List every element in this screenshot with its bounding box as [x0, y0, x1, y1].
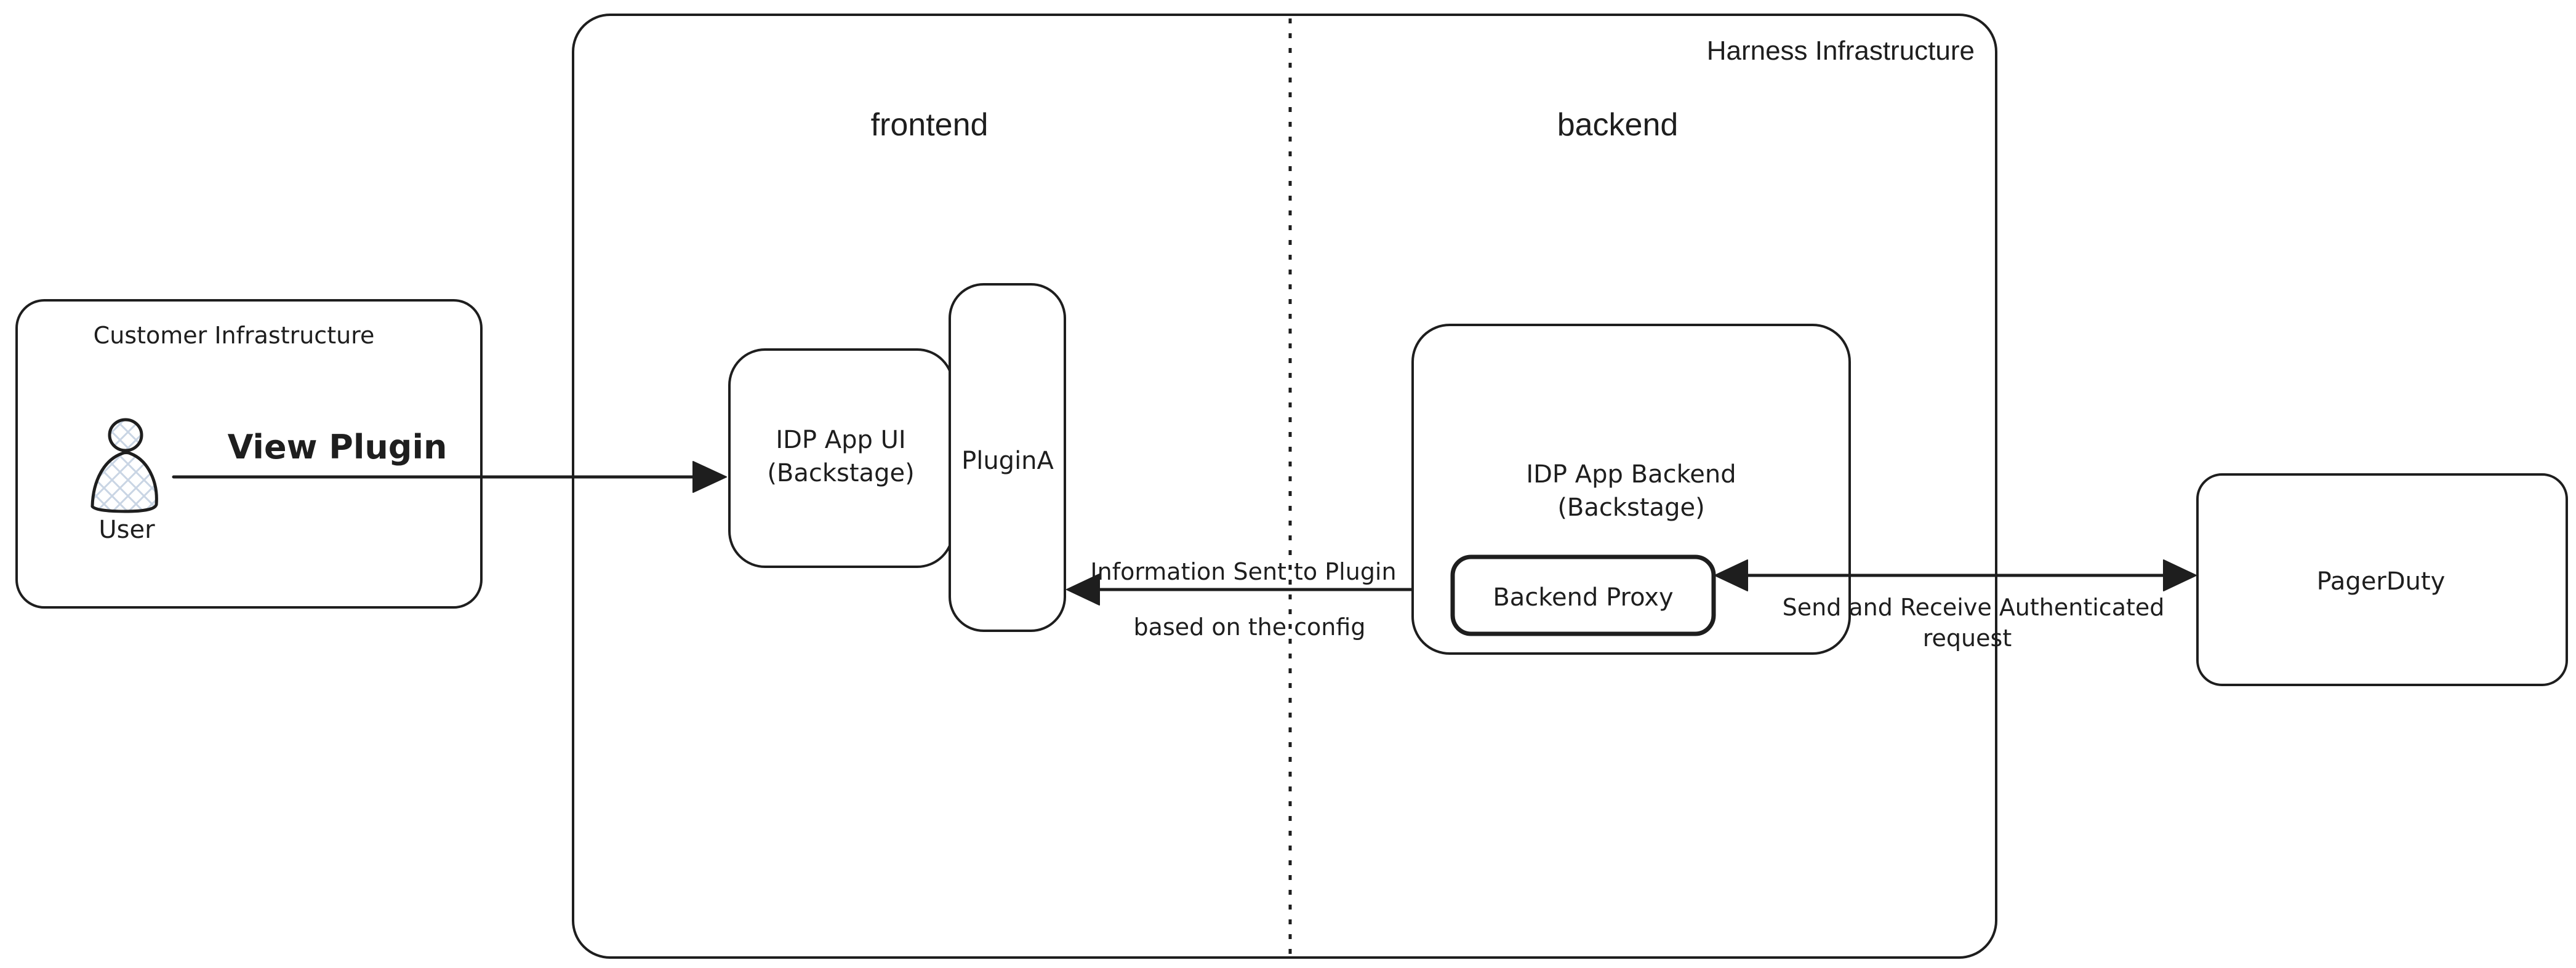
info-to-plugin-label-line1: Information Sent to Plugin	[1090, 558, 1396, 585]
info-to-plugin-label-line2: based on the config	[1134, 614, 1366, 641]
customer-infrastructure-title: Customer Infrastructure	[94, 322, 375, 349]
send-receive-arrowhead-right	[2163, 559, 2197, 591]
idp-app-ui-box	[728, 348, 954, 568]
harness-infrastructure-box	[572, 14, 1997, 959]
send-receive-arrowhead-left	[1714, 559, 1748, 591]
frontend-section-label: frontend	[871, 107, 989, 143]
idp-app-ui-label-line2: (Backstage)	[767, 459, 914, 487]
pagerduty-label: PagerDuty	[2317, 567, 2446, 596]
backend-section-label: backend	[1557, 107, 1679, 143]
customer-infrastructure-box	[15, 299, 483, 609]
idp-app-backend-label-line2: (Backstage)	[1557, 494, 1704, 522]
send-receive-arrow	[1714, 559, 2197, 591]
user-icon-head	[108, 418, 143, 452]
idp-app-ui-label-line1: IDP App UI	[776, 426, 905, 454]
idp-app-backend-label-line1: IDP App Backend	[1526, 460, 1736, 489]
view-plugin-arrow	[172, 461, 727, 493]
send-receive-label-line2: request	[1923, 625, 2012, 652]
view-plugin-label: View Plugin	[228, 428, 447, 466]
user-icon-body	[90, 451, 158, 513]
info-to-plugin-arrowhead	[1066, 574, 1100, 606]
send-receive-label-line1: Send and Receive Authenticated	[1783, 594, 2165, 621]
backend-proxy-label: Backend Proxy	[1493, 583, 1673, 612]
plugin-a-box	[949, 283, 1066, 632]
backend-proxy-box	[1450, 554, 1716, 636]
idp-app-backend-box	[1411, 324, 1851, 655]
pagerduty-box	[2196, 473, 2568, 686]
view-plugin-arrowhead	[692, 461, 727, 493]
info-to-plugin-arrow	[1066, 574, 1413, 606]
user-icon	[90, 418, 158, 513]
user-label: User	[98, 516, 155, 544]
plugin-a-label: PluginA	[961, 447, 1054, 475]
harness-infrastructure-title: Harness Infrastructure	[1707, 36, 1975, 66]
